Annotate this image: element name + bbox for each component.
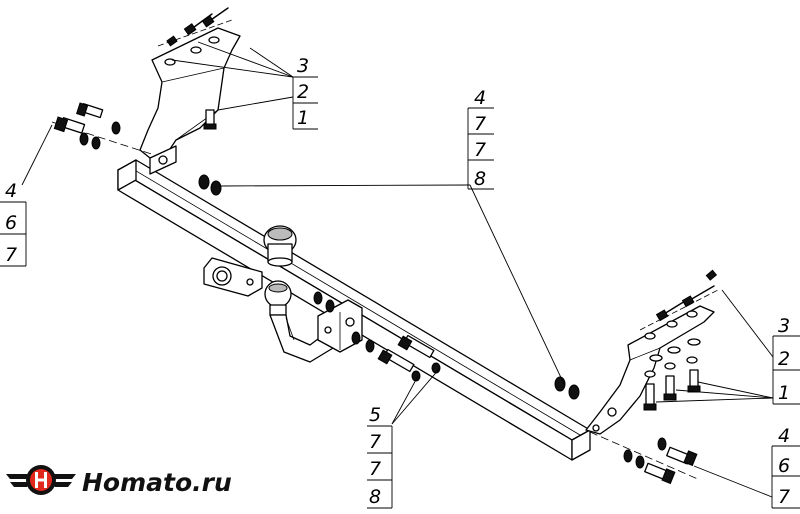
callout-number: 7 bbox=[474, 113, 486, 135]
winged-wheel-logo-icon bbox=[6, 465, 76, 495]
left-mounting-bracket bbox=[139, 7, 241, 159]
callout-number: 4 bbox=[5, 180, 17, 202]
callout-number: 7 bbox=[5, 244, 17, 266]
callout-stack-left: 4 6 7 bbox=[0, 180, 27, 267]
callout-stack-right: 3 2 1 bbox=[772, 315, 800, 405]
center-bolt-set bbox=[351, 331, 441, 382]
callout-number: 7 bbox=[369, 431, 381, 453]
callout-number: 1 bbox=[778, 382, 790, 404]
callout-number: 4 bbox=[778, 425, 790, 447]
brand-name: Homato.ru bbox=[82, 468, 232, 497]
callout-number: 3 bbox=[778, 315, 790, 337]
callout-number: 5 bbox=[369, 404, 381, 426]
callout-number: 7 bbox=[778, 486, 790, 508]
electrical-socket-plate bbox=[203, 257, 263, 297]
callout-number: 6 bbox=[778, 455, 790, 477]
leader-lines bbox=[21, 41, 774, 498]
callout-number: 1 bbox=[297, 107, 309, 129]
callout-number: 8 bbox=[474, 168, 486, 190]
right-mounting-bracket bbox=[585, 269, 719, 435]
callout-number: 7 bbox=[474, 139, 486, 161]
left-bolt-set bbox=[51, 102, 171, 161]
tow-ball-neck bbox=[264, 280, 363, 363]
callout-number: 7 bbox=[369, 458, 381, 480]
callout-number: 6 bbox=[5, 212, 17, 234]
callout-number: 4 bbox=[474, 87, 486, 109]
callout-stack-top-left: 3 2 1 bbox=[292, 55, 318, 130]
callout-number: 2 bbox=[778, 348, 790, 370]
callout-number: 3 bbox=[297, 55, 309, 77]
callout-number: 2 bbox=[297, 81, 309, 103]
right-bolt-set bbox=[589, 431, 701, 485]
callout-stack-bottom-right: 4 6 7 bbox=[771, 425, 800, 509]
callout-number: 8 bbox=[369, 486, 381, 508]
callout-stack-bottom-center: 5 7 7 8 bbox=[367, 404, 393, 509]
tow-ball-spare bbox=[263, 225, 297, 267]
brand-logo: Homato.ru bbox=[6, 465, 232, 497]
callout-stack-top-center: 4 7 7 8 bbox=[467, 87, 494, 190]
